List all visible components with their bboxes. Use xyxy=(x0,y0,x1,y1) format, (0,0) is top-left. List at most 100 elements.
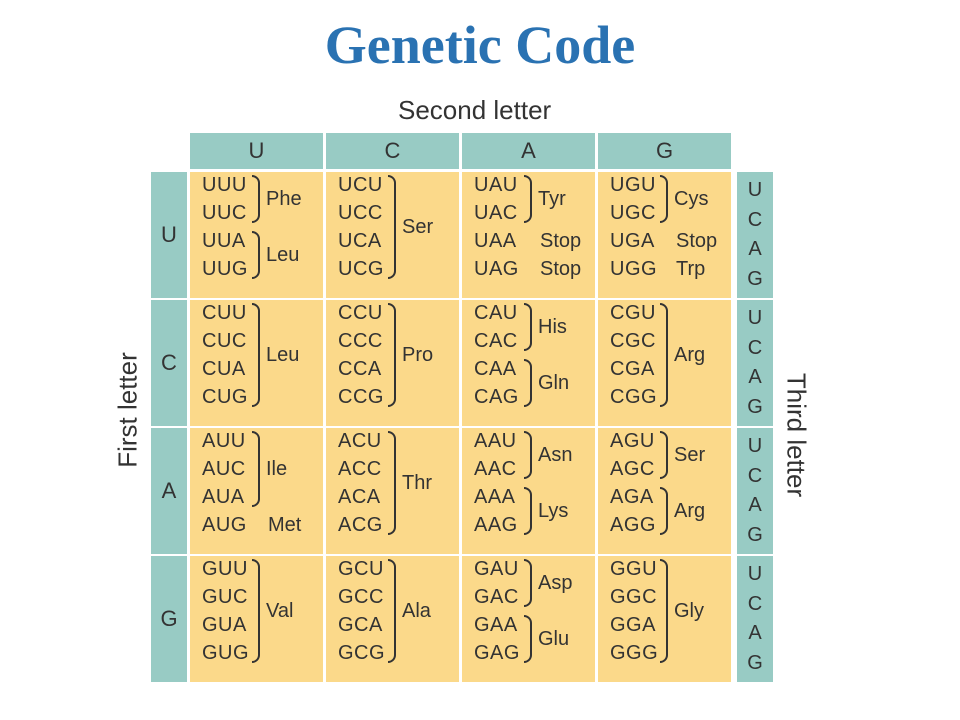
amino-acid-label: Asp xyxy=(538,572,573,594)
codon: UAC xyxy=(474,202,518,224)
codon-brace xyxy=(388,303,396,407)
codon: CCA xyxy=(338,358,382,380)
amino-acid-label: Gln xyxy=(538,372,570,394)
codon-brace xyxy=(252,431,260,507)
amino-acid-label: Stop xyxy=(540,230,582,252)
second-letter-header-u: U xyxy=(190,133,323,169)
codon: ACC xyxy=(338,458,382,480)
amino-acid-label: Tyr xyxy=(538,188,566,210)
codon: CUG xyxy=(202,386,248,408)
codon: GCG xyxy=(338,642,386,664)
amino-acid-label: Val xyxy=(266,600,294,622)
codon: CAG xyxy=(474,386,519,408)
codon: GGA xyxy=(610,614,656,636)
codon: UUG xyxy=(202,258,248,280)
codon: UGG xyxy=(610,258,658,280)
third-letter-g: G xyxy=(747,395,763,418)
codon: UCA xyxy=(338,230,382,252)
third-letter-c: C xyxy=(747,592,763,615)
codon-brace xyxy=(524,175,532,223)
codon-brace xyxy=(524,359,532,407)
amino-acid-label: Thr xyxy=(402,472,432,494)
codon-brace xyxy=(252,175,260,223)
first-letter-label: First letter xyxy=(112,352,143,468)
amino-acid-label: Arg xyxy=(674,500,706,522)
codon: UAU xyxy=(474,174,518,196)
codon: CUA xyxy=(202,358,246,380)
amino-acid-label: Pro xyxy=(402,344,434,366)
third-letter-a: A xyxy=(748,366,762,389)
codon: AGA xyxy=(610,486,654,508)
codon: GGU xyxy=(610,558,658,580)
amino-acid-label: Ser xyxy=(674,444,706,466)
amino-acid-label: Ser xyxy=(402,216,434,238)
third-letter-u: U xyxy=(747,435,763,458)
codon: UAG xyxy=(474,258,519,280)
amino-acid-label: Trp xyxy=(676,258,706,280)
codon: ACU xyxy=(338,430,382,452)
codon: GAU xyxy=(474,558,519,580)
codon: UCG xyxy=(338,258,384,280)
third-letter-a: A xyxy=(748,494,762,517)
codon-brace xyxy=(524,303,532,351)
codon-brace xyxy=(660,303,668,407)
codon: AAG xyxy=(474,514,518,536)
codon: AUG xyxy=(202,514,247,536)
codon: CGA xyxy=(610,358,655,380)
codon: GGG xyxy=(610,642,659,664)
amino-acid-label: Met xyxy=(268,514,302,536)
codon-brace xyxy=(388,175,396,279)
codon: GGC xyxy=(610,586,658,608)
amino-acid-label: Phe xyxy=(266,188,302,210)
third-letter-g: G xyxy=(747,651,763,674)
codon: AGU xyxy=(610,430,655,452)
codon-brace xyxy=(524,615,532,663)
codon-brace xyxy=(252,559,260,663)
codon: UGA xyxy=(610,230,655,252)
codon: CCU xyxy=(338,302,383,324)
third-letter-g: G xyxy=(747,523,763,546)
codon-brace xyxy=(388,431,396,535)
codon: GUC xyxy=(202,586,248,608)
codon: UUU xyxy=(202,174,247,196)
third-letter-c: C xyxy=(747,464,763,487)
codon: AUC xyxy=(202,458,246,480)
codon-brace xyxy=(252,231,260,279)
codon: GUA xyxy=(202,614,247,636)
codon: AAC xyxy=(474,458,517,480)
codon: CAC xyxy=(474,330,518,352)
codon: GAG xyxy=(474,642,520,664)
third-letter-c: C xyxy=(747,208,763,231)
codon: CUU xyxy=(202,302,247,324)
third-letter-a: A xyxy=(748,238,762,261)
first-letter-header-c: C xyxy=(151,300,187,426)
third-letter-g: G xyxy=(747,267,763,290)
amino-acid-label: His xyxy=(538,316,567,338)
amino-acid-label: Asn xyxy=(538,444,573,466)
codon: UCC xyxy=(338,202,383,224)
codon: CAA xyxy=(474,358,517,380)
codon: UUC xyxy=(202,202,247,224)
codon: GCU xyxy=(338,558,384,580)
third-letter-label: Third letter xyxy=(781,372,812,498)
third-letter-u: U xyxy=(747,179,763,202)
codon: UAA xyxy=(474,230,517,252)
third-letter-a: A xyxy=(748,622,762,645)
codon-brace xyxy=(524,559,532,607)
codon: CCC xyxy=(338,330,383,352)
codon-brace xyxy=(524,487,532,535)
amino-acid-label: Arg xyxy=(674,344,706,366)
first-letter-header-u: U xyxy=(151,172,187,298)
codon: GUU xyxy=(202,558,248,580)
codon: AUU xyxy=(202,430,246,452)
